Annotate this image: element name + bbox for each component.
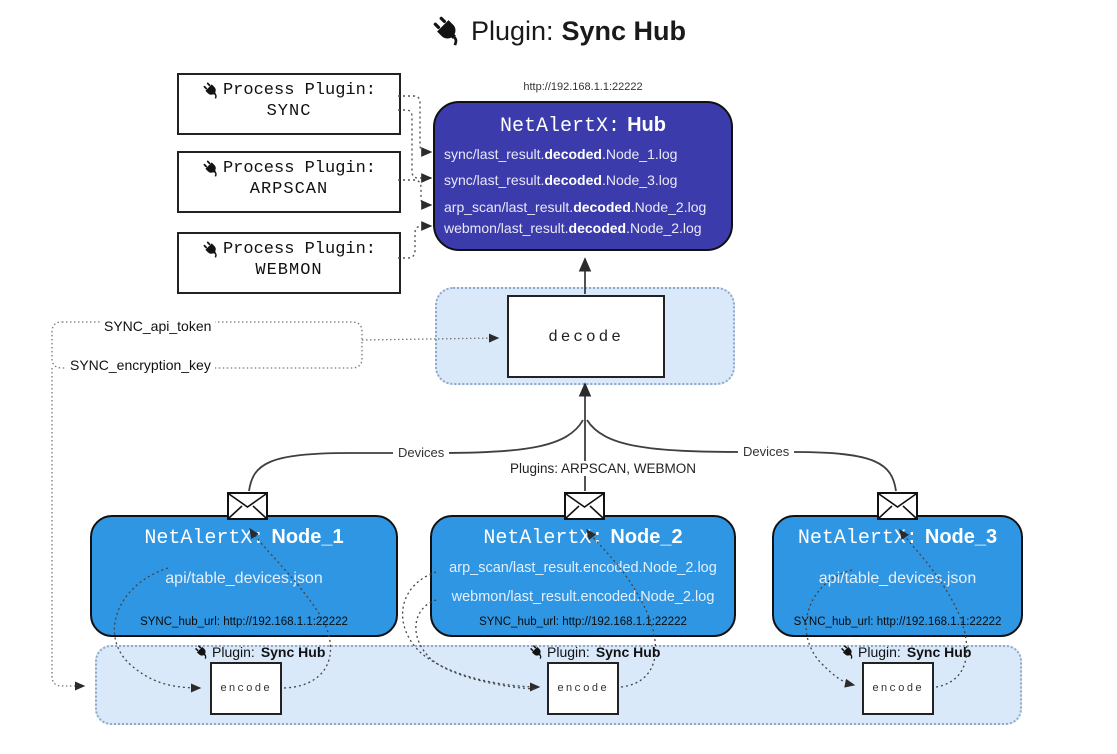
node-title-name: Node_1 (271, 526, 344, 548)
plug-icon (431, 14, 465, 48)
encoder-label-name: Sync Hub (260, 644, 326, 660)
process-plugin-label: Process Plugin: (222, 159, 377, 178)
process-plugin-name: WEBMON (255, 261, 323, 280)
encoder-label: Plugin: Sync Hub (194, 644, 325, 660)
log-suffix: .Node_1.log (601, 146, 678, 162)
hub-title: NetAlertX: Hub (435, 114, 731, 138)
node-title: NetAlertX: Node_1 (92, 526, 396, 550)
title-name: Sync Hub (561, 15, 687, 46)
edge-sync-to-log2 (398, 109, 433, 183)
log-prefix: webmon/last_result. (444, 220, 569, 236)
envelope-icon (877, 492, 918, 520)
plug-icon (840, 644, 856, 660)
node-file: api/table_devices.json (165, 570, 323, 587)
encoder-label: Plugin: Sync Hub (840, 644, 971, 660)
log-bold: decoded (544, 146, 602, 162)
sync-encryption-key-label: SYNC_encryption_key (66, 357, 215, 373)
title-prefix: Plugin: (470, 15, 554, 46)
plug-icon (202, 240, 221, 259)
encoder-label-name: Sync Hub (595, 644, 661, 660)
envelope-icon (227, 492, 268, 520)
log-prefix: sync/last_result. (444, 146, 545, 162)
hub-url: http://192.168.1.1:22222 (523, 81, 643, 93)
log-suffix: .Node_2.log (626, 220, 702, 236)
envelope-icon (564, 492, 605, 520)
node-hub-url: SYNC_hub_url: http://192.168.1.1:22222 (479, 616, 687, 628)
encode-box: encode (547, 662, 619, 715)
edge-secrets-to-encoders (51, 368, 86, 691)
encoder-label-name: Sync Hub (906, 644, 972, 660)
encode-box: encode (862, 662, 934, 715)
process-plugin-webmon: Process Plugin: WEBMON (177, 232, 401, 294)
node-hub-url: SYNC_hub_url: http://192.168.1.1:22222 (793, 616, 1002, 628)
plug-icon (202, 81, 221, 100)
node-title: NetAlertX: Node_3 (774, 526, 1021, 550)
log-bold: decoded (573, 199, 631, 215)
page-title: Plugin: Sync Hub (0, 14, 1117, 48)
hub-log-row: sync/last_result.decoded.Node_3.log (444, 172, 677, 188)
process-plugin-label: Process Plugin: (222, 81, 377, 100)
edge-sync-to-log1 (398, 95, 433, 157)
sync-api-token-label: SYNC_api_token (100, 318, 216, 334)
node-title: NetAlertX: Node_2 (432, 526, 734, 550)
encoder-label: Plugin: Sync Hub (529, 644, 660, 660)
encoder-label-prefix: Plugin: (858, 644, 901, 660)
plug-icon (529, 644, 545, 660)
edge-webmon-to-log4 (398, 221, 433, 259)
node-title-prefix: NetAlertX: (144, 527, 265, 550)
process-plugin-arpscan: Process Plugin: ARPSCAN (177, 151, 401, 213)
node-title-prefix: NetAlertX: (483, 527, 604, 550)
log-bold: decoded (568, 220, 627, 236)
decode-box: decode (507, 295, 665, 378)
log-prefix: sync/last_result. (444, 172, 545, 188)
hub-log-row: webmon/last_result.decoded.Node_2.log (444, 220, 702, 236)
node-title-prefix: NetAlertX: (797, 527, 918, 550)
devices-left-label: Devices (393, 445, 450, 460)
encoder-label-prefix: Plugin: (212, 644, 255, 660)
log-suffix: .Node_3.log (601, 172, 678, 188)
process-plugin-name: SYNC (266, 102, 312, 121)
node-file: webmon/last_result.encoded.Node_2.log (451, 589, 715, 605)
node-file: api/table_devices.json (818, 570, 977, 587)
encoder-label-prefix: Plugin: (547, 644, 590, 660)
plug-icon (194, 644, 210, 660)
encode-box: encode (210, 662, 282, 715)
hub-title-name: Hub (627, 114, 666, 136)
hub-title-prefix: NetAlertX: (500, 115, 621, 138)
node-file: arp_scan/last_result.encoded.Node_2.log (449, 560, 717, 576)
log-prefix: arp_scan/last_result. (444, 199, 574, 215)
hub-box: NetAlertX:Hub sync/last_result.decoded.N… (433, 101, 733, 251)
log-suffix: .Node_2.log (630, 199, 707, 215)
plugins-center-label: Plugins: ARPSCAN, WEBMON (505, 461, 702, 476)
node-hub-url: SYNC_hub_url: http://192.168.1.1:22222 (140, 616, 348, 628)
process-plugin-name: ARPSCAN (249, 180, 329, 199)
hub-log-row: arp_scan/last_result.decoded.Node_2.log (444, 199, 706, 215)
log-bold: decoded (544, 172, 602, 188)
plug-icon (202, 159, 221, 178)
edge-arpscan-to-log3 (398, 179, 433, 210)
node-1-box: NetAlertX:Node_1 api/table_devices.json … (90, 515, 398, 637)
process-plugin-sync: Process Plugin: SYNC (177, 73, 401, 135)
node-title-name: Node_3 (924, 526, 998, 548)
devices-right-label: Devices (738, 444, 795, 459)
process-plugin-label: Process Plugin: (222, 240, 377, 259)
node-2-box: NetAlertX: Node_2 arp_scan/last_result.en… (430, 515, 736, 637)
hub-log-row: sync/last_result.decoded.Node_1.log (444, 146, 677, 162)
node-title-name: Node_2 (610, 526, 683, 548)
node-3-box: NetAlertX:Node_3 api/table_devices.json … (772, 515, 1023, 637)
